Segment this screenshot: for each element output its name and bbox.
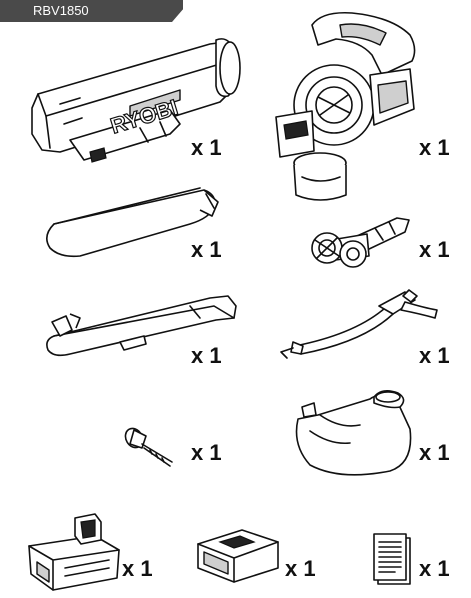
- blower-tube-illustration: RYOBI: [20, 30, 250, 180]
- manual-illustration: [370, 532, 416, 588]
- qty-battery: x 1: [122, 556, 153, 581]
- qty-motor-housing: x 1: [419, 135, 450, 160]
- qty-wheel-assembly: x 1: [419, 237, 450, 262]
- qty-shoulder-strap: x 1: [419, 343, 450, 368]
- qty-blower-nozzle: x 1: [191, 237, 222, 262]
- wheel-assembly-illustration: [305, 210, 415, 280]
- model-number-tag: RBV1850: [0, 0, 183, 22]
- battery-illustration: [25, 512, 125, 592]
- qty-blower-tube: x 1: [191, 135, 222, 160]
- model-number: RBV1850: [33, 3, 89, 18]
- knob-screw-illustration: [120, 420, 180, 470]
- charger-illustration: [192, 520, 284, 590]
- qty-collection-bag: x 1: [419, 440, 450, 465]
- vacuum-tube-illustration: [40, 292, 240, 362]
- qty-vacuum-tube: x 1: [191, 343, 222, 368]
- collection-bag-illustration: [290, 385, 420, 485]
- shoulder-strap-illustration: [275, 288, 445, 368]
- motor-housing-illustration: [262, 5, 422, 205]
- qty-knob-screw: x 1: [191, 440, 222, 465]
- blower-nozzle-illustration: [40, 184, 225, 269]
- qty-manual: x 1: [419, 556, 450, 581]
- qty-charger: x 1: [285, 556, 316, 581]
